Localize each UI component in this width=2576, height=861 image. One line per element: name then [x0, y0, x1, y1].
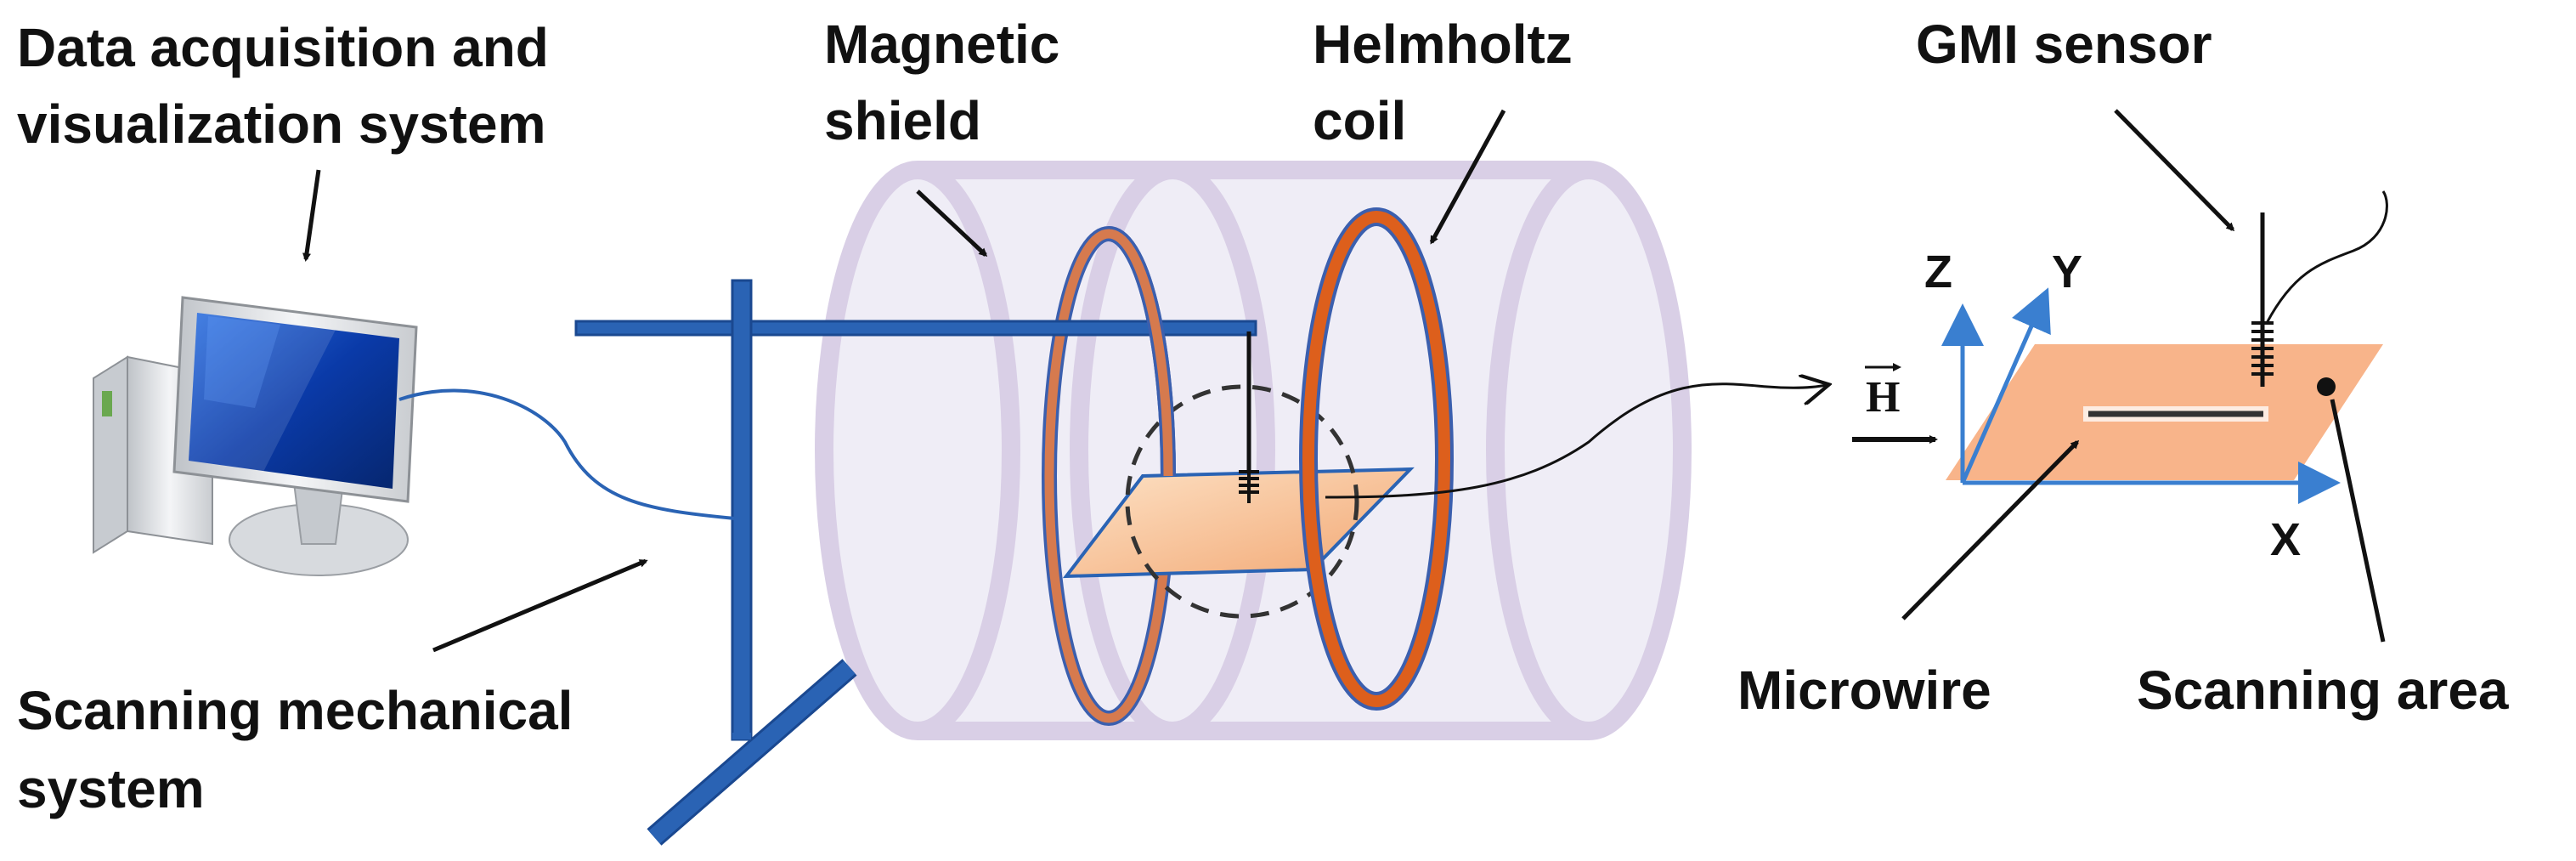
scanning-system-label-line2: system	[17, 758, 205, 819]
zoom-connector	[1325, 384, 1827, 499]
y-axis-label: Y	[2052, 246, 2083, 297]
scanning-area-pointer	[2330, 399, 2386, 643]
helmholtz-pointer	[1429, 109, 1506, 245]
shield-pointer	[916, 190, 988, 258]
gmi-sensor-label: GMI sensor	[1916, 14, 2212, 75]
microwire-pointer	[1901, 439, 2080, 620]
daq-label-line2: visualization system	[17, 93, 546, 155]
scanning-system-label-line1: Scanning mechanical	[17, 680, 573, 741]
probe-spring	[1239, 466, 1259, 503]
field-h-label: H	[1866, 373, 1901, 422]
microwire-label: Microwire	[1737, 660, 1991, 721]
x-axis-label: X	[2270, 514, 2302, 565]
scanning-stand	[574, 279, 1257, 846]
z-axis-label: Z	[1924, 246, 1952, 297]
shield-label-line1: Magnetic	[824, 14, 1060, 75]
gmi-pointer	[2114, 109, 2235, 232]
scanning-system-pointer	[432, 558, 648, 653]
shield-label-line2: shield	[824, 90, 981, 151]
daq-cable	[398, 388, 736, 520]
magnetic-shield	[815, 161, 1692, 740]
helmholtz-label-line1: Helmholtz	[1313, 14, 1573, 75]
scanning-area-label: Scanning area	[2137, 660, 2509, 721]
zoom-view	[1852, 190, 2388, 504]
daq-pointer	[302, 169, 321, 262]
computer-icon	[93, 296, 418, 576]
zoom-circle	[1125, 384, 1359, 619]
helmholtz-label-line2: coil	[1313, 90, 1407, 151]
daq-label-line1: Data acquisition and	[17, 17, 549, 78]
